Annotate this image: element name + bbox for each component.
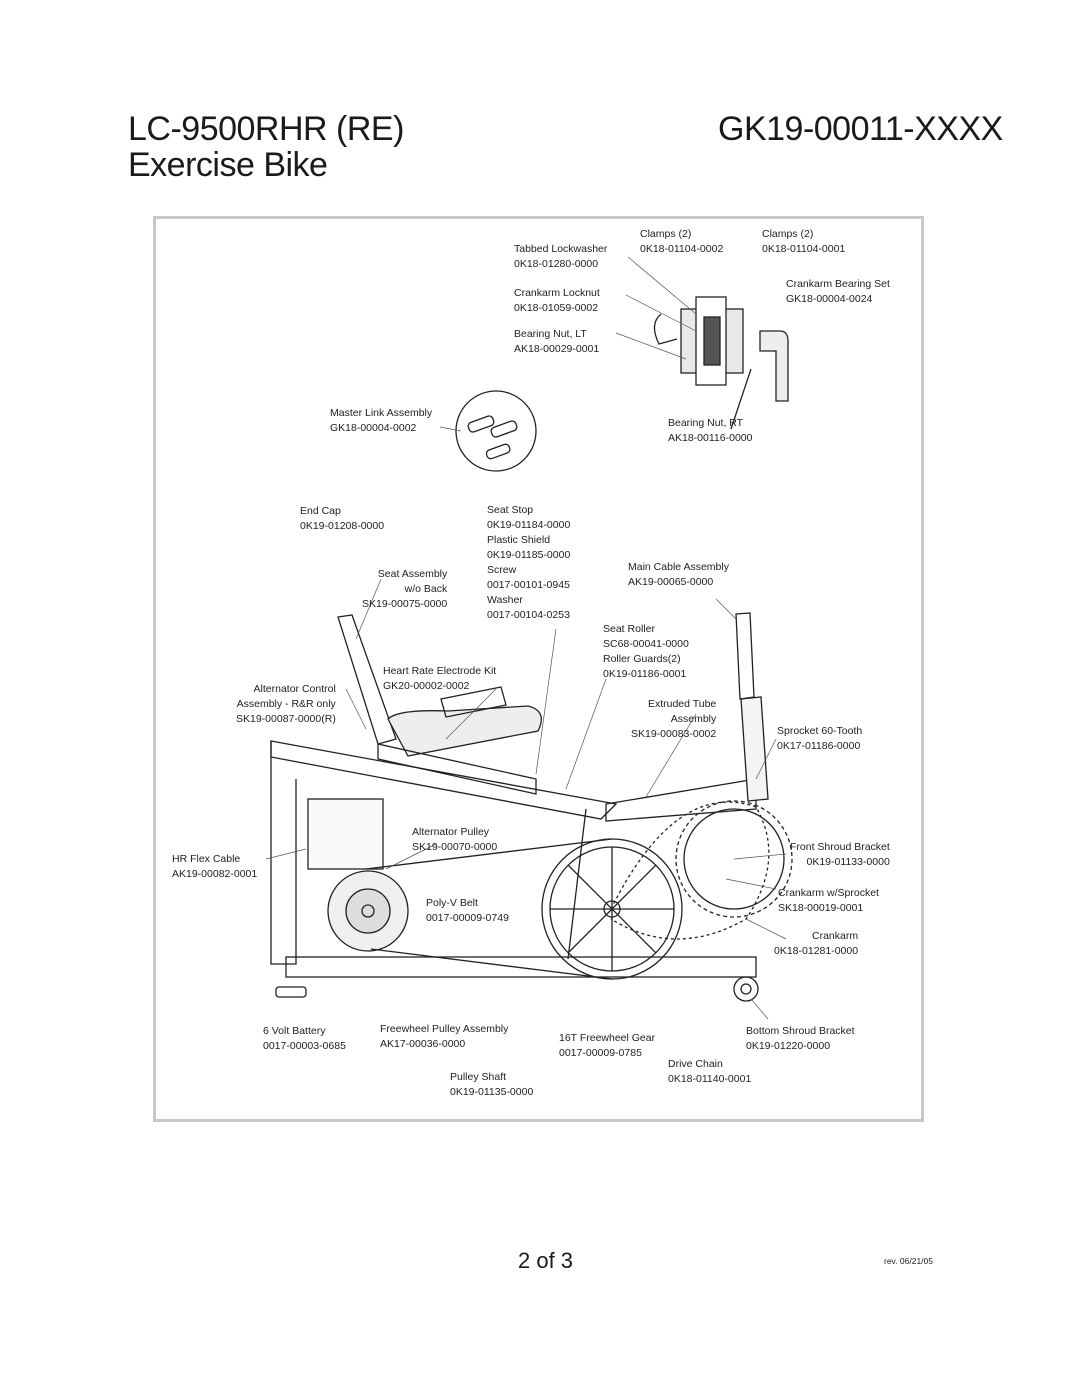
product-subtitle: Exercise Bike [128, 146, 328, 184]
revision-date: rev. 06/21/05 [884, 1256, 933, 1266]
leader-lines [265, 256, 787, 1020]
model-title: LC-9500RHR (RE) [128, 110, 404, 148]
bike-illustration [265, 256, 793, 1020]
assembly-part-number: GK19-00011-XXXX [718, 110, 1003, 148]
exploded-diagram-frame: Clamps (2)0K18-01104-0002 Clamps (2)0K18… [153, 216, 924, 1122]
master-link-detail [455, 390, 537, 472]
page-number: 2 of 3 [518, 1248, 574, 1273]
label-clamps-b: Clamps (2)0K18-01104-0001 [762, 228, 846, 255]
crank-bearing-detail [653, 296, 789, 430]
label-clamps-a: Clamps (2)0K18-01104-0002 [640, 228, 724, 255]
frame [270, 612, 793, 1002]
